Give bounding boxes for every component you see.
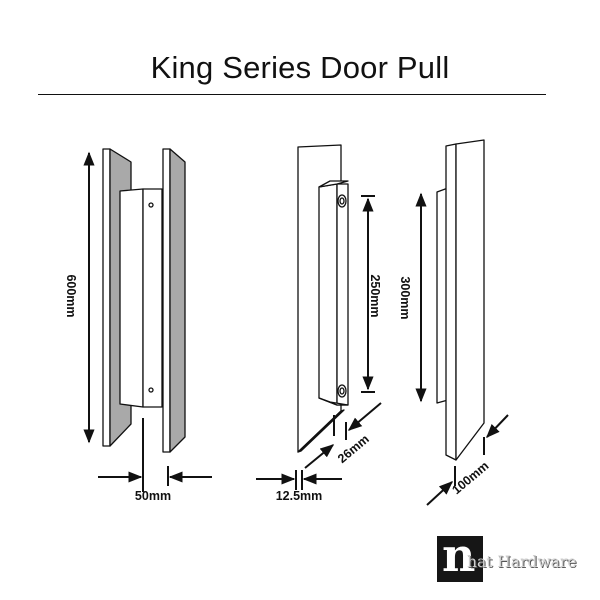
left-plate-face [102, 148, 111, 447]
dim-overall-length-label: 600mm [64, 274, 78, 317]
dim-50 [98, 418, 212, 492]
dim-12-5 [256, 470, 342, 490]
dim-handle-depth-label: 26mm [335, 432, 372, 466]
fixing-bottom-inner [339, 387, 345, 395]
front-view [102, 148, 186, 453]
logo-mark-box: n [437, 532, 483, 582]
right-plate-edge [169, 148, 186, 453]
plate-bottom-edge [297, 409, 345, 453]
fixing-top-inner [339, 197, 345, 205]
plate-view [436, 139, 485, 461]
handle-bar-top [318, 180, 349, 188]
dim-100 [426, 414, 509, 506]
dim-26 [304, 402, 382, 469]
dim-250 [361, 195, 375, 393]
logo-wordmark: hat Hardware [467, 553, 577, 571]
right-plate-face [162, 148, 171, 453]
side-view [297, 144, 349, 453]
logo-mark: n [442, 528, 476, 582]
screw-bottom [148, 387, 154, 393]
handle-bar-front [336, 183, 349, 406]
screw-top [148, 202, 154, 208]
handle-bar-bottom [318, 397, 349, 406]
dim-handle-length-label: 250mm [368, 274, 382, 317]
dim-spacing-label: 50mm [135, 489, 171, 503]
diagram-title: King Series Door Pull [150, 50, 450, 85]
handle-front [142, 188, 163, 408]
brand-logo: n hat Hardware [437, 532, 587, 582]
dim-plate-length-label: 300mm [398, 276, 412, 319]
plate-face [455, 139, 485, 461]
handle-bar-side [318, 183, 338, 406]
handle-side [119, 188, 144, 408]
dim-plate-thickness-label: 12.5mm [276, 489, 323, 503]
plate-edge [445, 143, 457, 461]
title-divider [38, 94, 546, 95]
